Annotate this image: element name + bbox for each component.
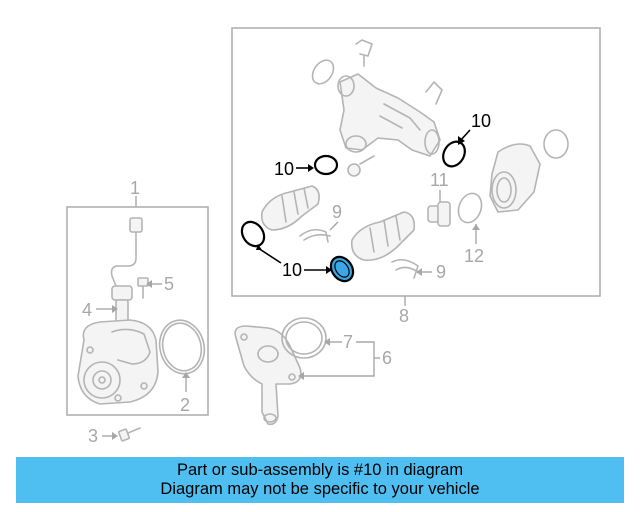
callout-1: 1	[130, 178, 140, 198]
bolt-3	[118, 427, 141, 442]
o-ring-10-left	[240, 220, 266, 248]
thermostat-housing	[234, 325, 302, 426]
o-ring-small	[311, 59, 335, 85]
o-ring-10-highlighted	[329, 255, 355, 283]
hose-middle	[350, 211, 416, 262]
parts-diagram: 1 4 5 2 3	[66, 27, 601, 446]
callout-10-middle: 10	[274, 159, 294, 179]
callout-5: 5	[164, 274, 174, 294]
banner-line-1: Part or sub-assembly is #10 in diagram	[176, 461, 464, 479]
callout-6: 6	[382, 348, 392, 368]
callout-10-lower: 10	[282, 260, 302, 280]
callout-8: 8	[399, 306, 409, 326]
bolt-5	[137, 277, 149, 299]
callout-7: 7	[343, 332, 353, 352]
clip-9a	[299, 228, 331, 243]
assembly-box-1	[66, 206, 209, 416]
screw	[347, 155, 375, 177]
coolant-pump	[77, 319, 159, 405]
o-ring-right	[543, 129, 569, 159]
hose-left	[260, 185, 320, 231]
clip-right	[425, 81, 443, 105]
connector-11	[427, 201, 451, 227]
clip	[355, 39, 373, 67]
coolant-flange	[337, 73, 441, 157]
seal-12	[457, 192, 483, 224]
gasket-7	[281, 317, 327, 359]
banner-line-2: Diagram may not be specific to your vehi…	[160, 480, 480, 498]
assembly-box-8	[231, 27, 601, 297]
sensor-with-wire	[110, 217, 143, 331]
info-banner: Part or sub-assembly is #10 in diagram D…	[16, 457, 624, 503]
callout-11: 11	[430, 170, 449, 190]
callout-9b: 9	[436, 262, 446, 282]
callout-2: 2	[180, 395, 190, 415]
gasket-2	[158, 319, 206, 375]
o-ring-10-middle	[313, 154, 339, 176]
callout-10-upper: 10	[471, 111, 491, 131]
callout-4: 4	[82, 300, 92, 320]
elbow-housing	[489, 143, 541, 213]
o-ring-10-upper	[442, 140, 466, 168]
callout-12: 12	[464, 246, 484, 266]
callout-9a: 9	[332, 202, 342, 222]
clip-9b	[391, 258, 419, 279]
callout-3: 3	[88, 426, 98, 446]
